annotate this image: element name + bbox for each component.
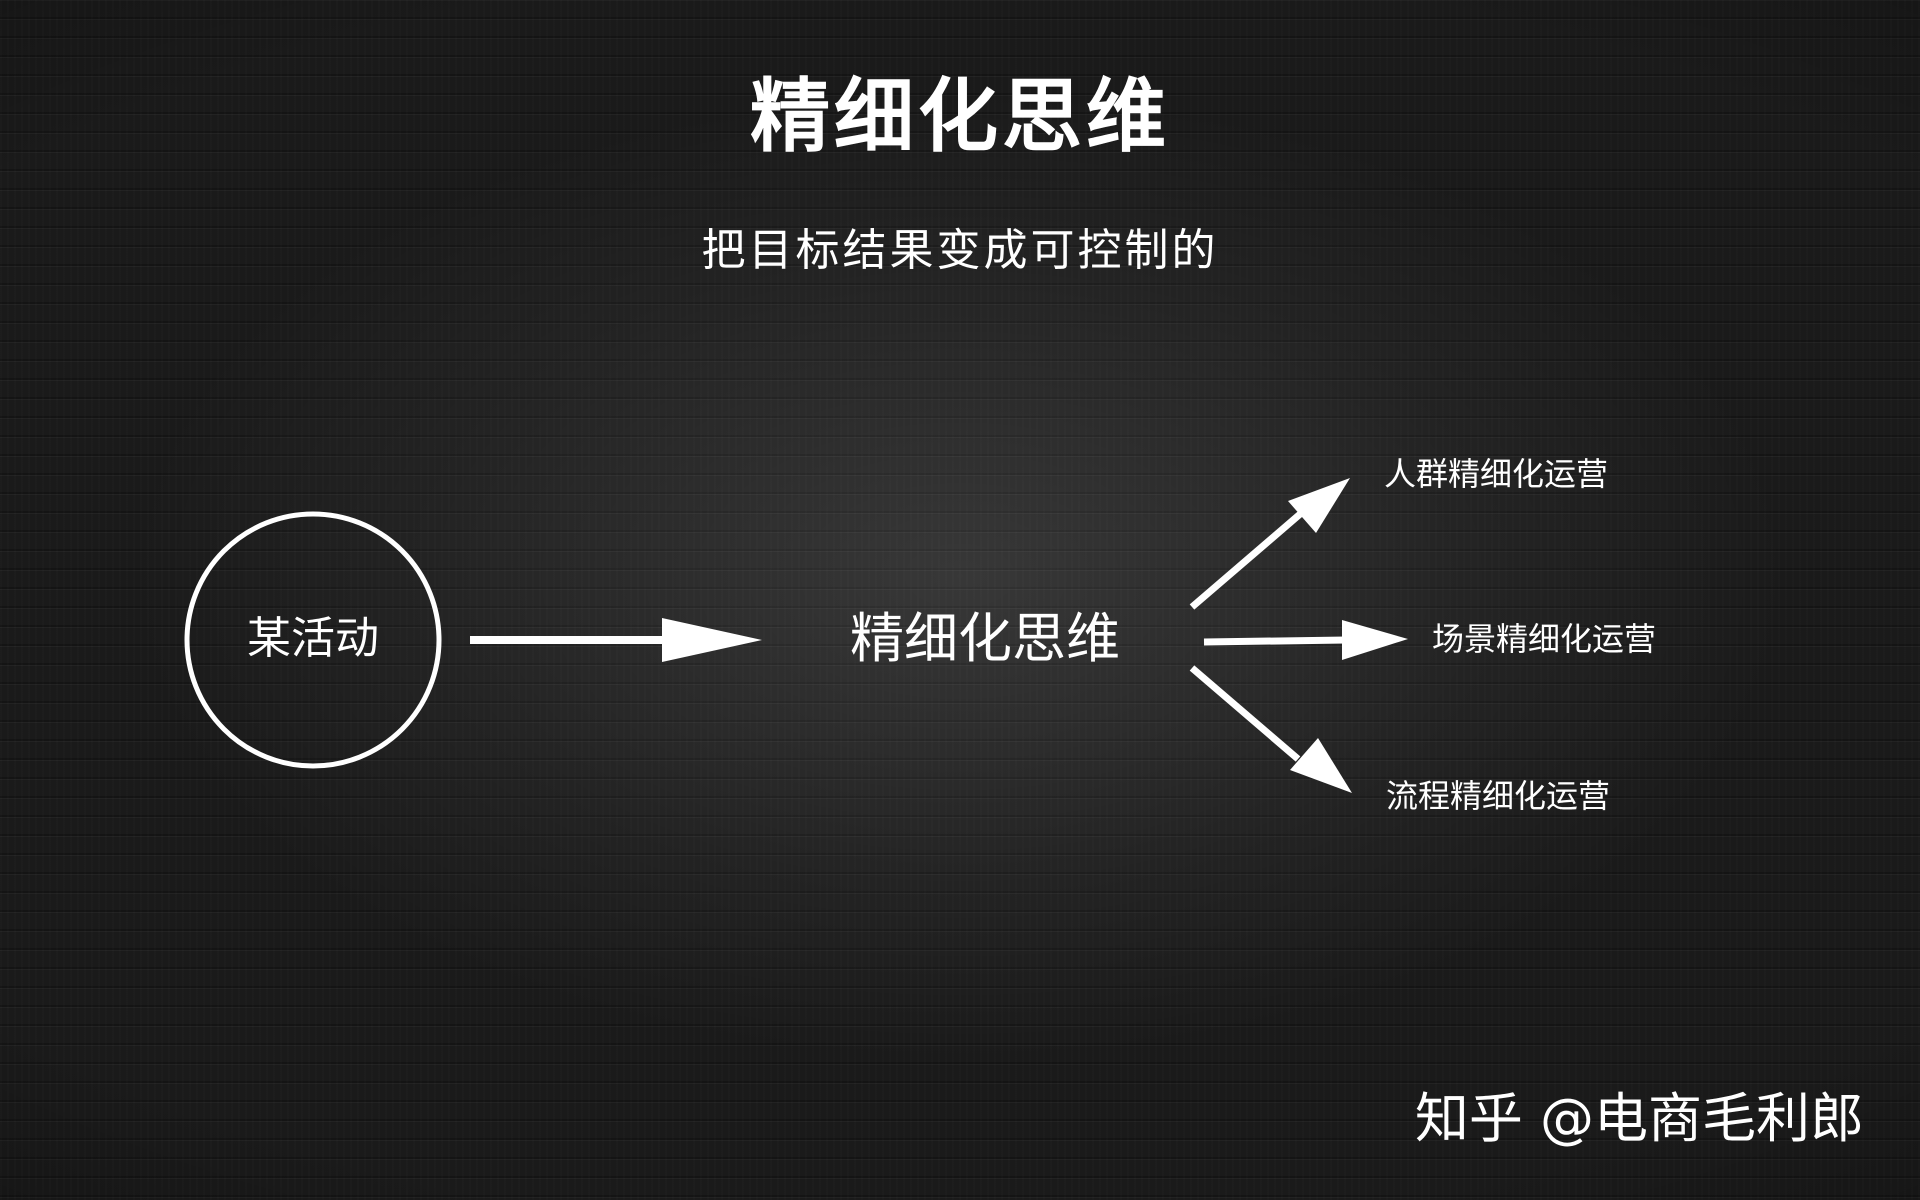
branch-arrow-1 [1189,478,1350,610]
branch-arrow-2-shaft [1203,636,1347,646]
branch-arrow-1-shaft [1189,506,1309,610]
branch-arrow-1-head [1288,478,1350,533]
page-title: 精细化思维 [750,70,1170,163]
page-subtitle: 把目标结果变成可控制的 [701,225,1219,276]
branch-arrow-2-head [1342,620,1408,660]
center-node-label: 精细化思维 [850,607,1120,670]
branch-arrow-3-shaft [1189,665,1301,762]
main-arrow [470,618,762,662]
main-arrow-head [662,618,762,662]
branch-label-1: 人群精细化运营 [1384,455,1609,493]
branch-arrow-3 [1189,665,1352,793]
branch-label-2: 场景精细化运营 [1432,620,1657,658]
branch-arrow-2 [1203,620,1408,660]
branch-label-3: 流程精细化运营 [1386,777,1611,815]
activity-node-label: 某活动 [247,613,379,664]
activity-circle [184,511,442,769]
branch-arrow-3-head [1290,738,1352,793]
zhihu-watermark: 知乎 @电商毛利郎 [1414,1087,1864,1150]
